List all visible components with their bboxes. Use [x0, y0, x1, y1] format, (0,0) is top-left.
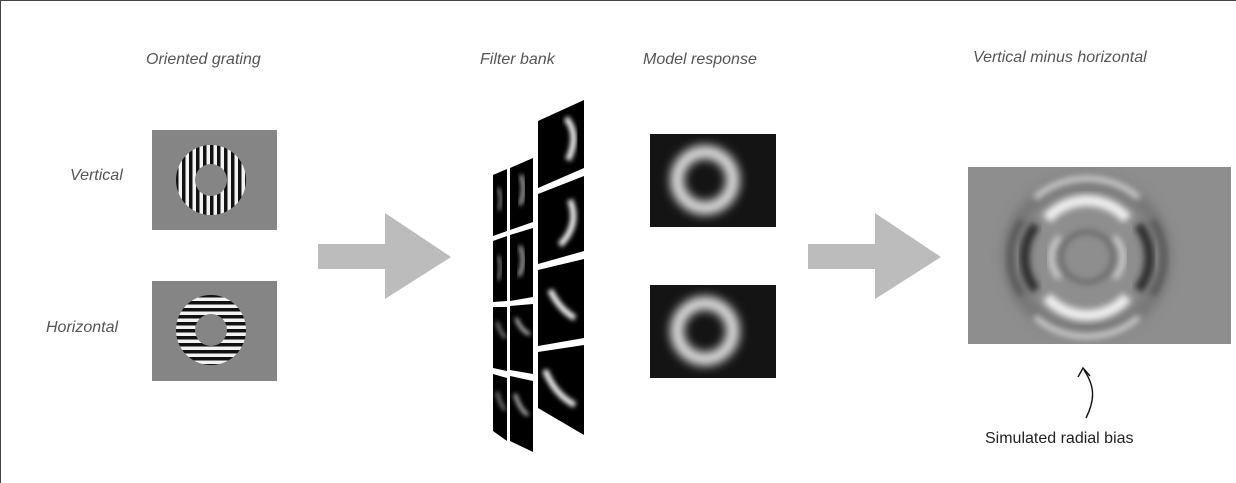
heading-vertical-minus-horizontal: Vertical minus horizontal: [973, 49, 1147, 66]
arrow-right-icon: [318, 213, 451, 299]
difference-map: [968, 167, 1231, 344]
arrowhead-icon: [1077, 366, 1091, 378]
heading-model-response: Model response: [643, 51, 757, 68]
heading-oriented-grating: Oriented grating: [146, 51, 261, 68]
arrow-right-icon: [808, 213, 941, 299]
annotation-arrow: [1083, 369, 1094, 419]
vertical-grating-stimulus: [152, 130, 277, 230]
filter-bank-grid: [493, 100, 584, 452]
horizontal-model-response: [650, 285, 776, 378]
vertical-model-response: [650, 134, 776, 227]
row-label-vertical: Vertical: [70, 167, 123, 184]
heading-filter-bank: Filter bank: [480, 51, 555, 68]
horizontal-grating-stimulus: [152, 281, 277, 381]
annotation-simulated-radial-bias: Simulated radial bias: [985, 430, 1134, 447]
row-label-horizontal: Horizontal: [46, 319, 119, 336]
